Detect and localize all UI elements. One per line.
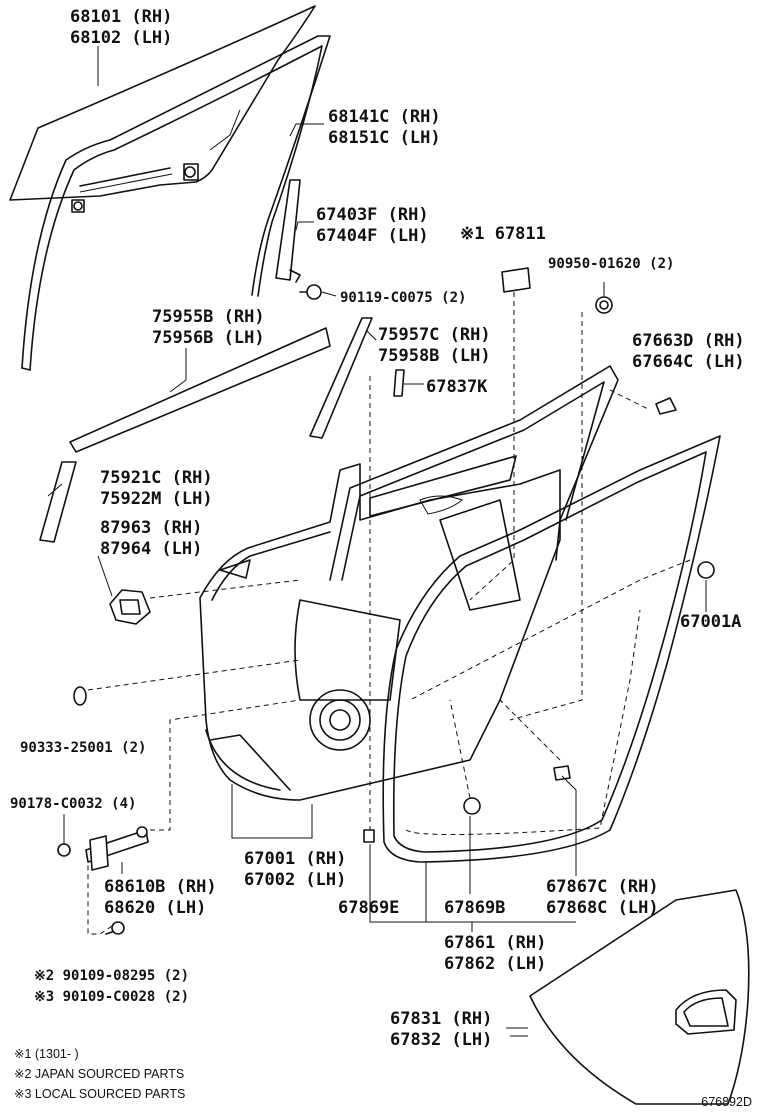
clip-67869b-part [463,797,481,815]
corner-piece-label-lh: 67664C (LH) [632,352,745,372]
screw-c0075-label: 90119-C0075 (2) [340,290,466,306]
weatherstrip-part [382,435,721,863]
service-hole-cover-part [529,889,750,1105]
outer-molding-label-lh: 75956B (LH) [152,328,265,348]
grommet-01620-part [595,296,613,314]
run-channel-label-lh: 68151C (LH) [328,128,441,148]
door-panel-label-rh: 67001 (RH) [244,849,346,869]
pad-67811-label: ※1 67811 [460,224,546,244]
clip-67001a-part [697,561,715,579]
bolt-08295-label: ※2 90109-08295 (2) [34,968,189,984]
pillar-garnish-label-rh: 75921C (RH) [100,468,213,488]
bolt-c0032-label: 90178-C0032 (4) [10,796,136,812]
clip-67869e-part [363,829,375,843]
hole-plug-label: 90333-25001 (2) [20,740,146,756]
diagram-id: 676892D [701,1095,752,1109]
weatherstrip-label-lh: 67862 (LH) [444,954,546,974]
door-sash-part [275,179,301,283]
grommet-01620-label: 90950-01620 (2) [548,256,674,272]
door-panel-part [199,463,561,801]
bolt-c0028-label: ※3 90109-C0028 (2) [34,989,189,1005]
outer-molding-label-rh: 75955B (RH) [152,307,265,327]
sash-label-rh: 67403F (RH) [316,205,429,225]
footnote-2: ※2 JAPAN SOURCED PARTS [14,1067,184,1081]
corner-piece-label-rh: 67663D (RH) [632,331,745,351]
run-channel-label-rh: 68141C (RH) [328,107,441,127]
clip-67837k-part [393,369,405,397]
hole-plug-part [73,686,87,706]
footnote-3: ※3 LOCAL SOURCED PARTS [14,1087,185,1101]
door-panel-label-lh: 67002 (LH) [244,870,346,890]
door-glass-part [9,5,316,213]
clip-67001a-label: 67001A [680,612,741,632]
frame-garnish-part [309,317,373,439]
screw-c0075-part [299,284,322,300]
clip-67869b-label: 67869B [444,898,505,918]
door-frame-part [329,365,619,581]
glass-run-channel-part [21,35,331,371]
footnote-1: ※1 (1301- ) [14,1047,79,1061]
door-check-part [85,826,149,871]
door-check-label-rh: 68610B (RH) [104,877,217,897]
service-cover-label-lh: 67832 (LH) [390,1030,492,1050]
leader-lines [47,46,707,1037]
bolt-90109-part [105,921,125,935]
frame-garnish-label-lh: 75958B (LH) [378,346,491,366]
corner-piece-part [655,397,677,415]
bolt-c0032-part [57,843,71,857]
pad-67811-part [501,267,531,293]
frame-garnish-label-rh: 75957C (RH) [378,325,491,345]
pillar-garnish-part [39,461,77,543]
clip-67869e-label: 67869E [338,898,399,918]
pillar-garnish-label-lh: 75922M (LH) [100,489,213,509]
cover-87963-label-rh: 87963 (RH) [100,518,202,538]
clip-67867c-part [553,765,571,781]
outer-molding-part [69,327,331,453]
glass-label-lh: 68102 (LH) [70,28,172,48]
seal-clip-label-lh: 67868C (LH) [546,898,659,918]
door-check-label-lh: 68620 (LH) [104,898,206,918]
clip-67837k-label: 67837K [426,377,488,397]
footnotes: ※1 (1301- ) ※2 JAPAN SOURCED PARTS ※3 LO… [14,1047,185,1101]
cover-87963-label-lh: 87964 (LH) [100,539,202,559]
reference-lines [87,292,691,935]
service-cover-label-rh: 67831 (RH) [390,1009,492,1029]
glass-label-rh: 68101 (RH) [70,7,172,27]
seal-clip-label-rh: 67867C (RH) [546,877,659,897]
weatherstrip-label-rh: 67861 (RH) [444,933,546,953]
cover-87963-part [109,589,151,625]
sash-label-lh: 67404F (LH) [316,226,429,246]
callout-labels: 68101 (RH) 68102 (LH) 68141C (RH) 68151C… [10,7,745,1050]
